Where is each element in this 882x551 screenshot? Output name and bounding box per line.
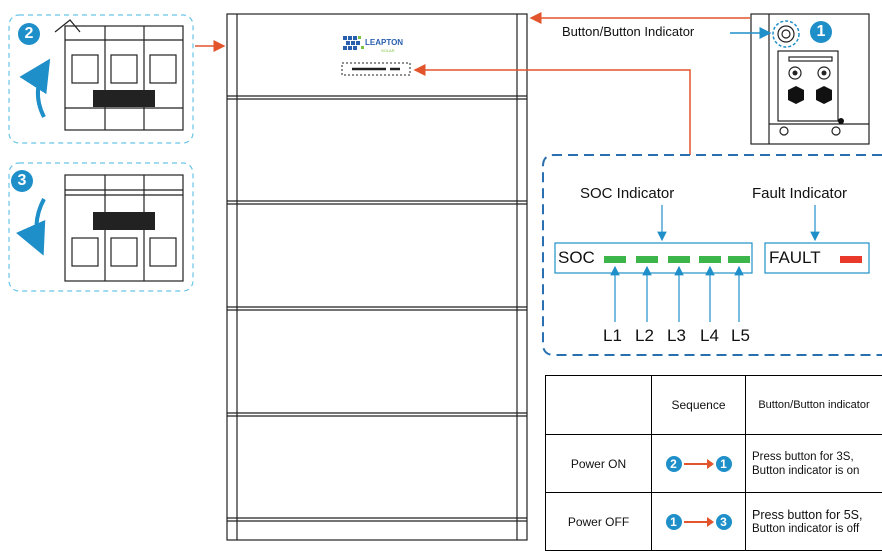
- soc-led-4: [699, 256, 721, 263]
- panel-to-strip-arrow: [415, 70, 690, 155]
- table-cell-description: Press button for 5S, Button indicator is…: [746, 493, 882, 551]
- description-line: Button indicator is off: [752, 522, 882, 536]
- soc-led-1: [604, 256, 626, 263]
- soc-label: SOC: [558, 248, 595, 268]
- step-badge-icon: 1: [666, 514, 682, 530]
- table-header-cell: Button/Button indicator: [746, 376, 882, 435]
- badge-one-icon: 1: [810, 21, 832, 43]
- table-header-cell: [546, 376, 652, 435]
- table-cell-description: Press button for 3S, Button indicator is…: [746, 435, 882, 493]
- description-line: Button indicator is on: [752, 464, 882, 478]
- arrow-right-icon: [684, 517, 714, 527]
- logo-sub: SOLAR: [381, 48, 395, 53]
- table-row: Power ON 2 1 Press button for 3S, Button…: [546, 435, 882, 493]
- breaker-handle-down: [93, 212, 155, 230]
- step-badge-icon: 2: [666, 456, 682, 472]
- badge-two-icon: 2: [18, 23, 40, 45]
- power-sequence-table: Sequence Button/Button indicator Power O…: [545, 375, 882, 551]
- level-label-4: L4: [700, 326, 719, 346]
- table-header-cell: Sequence: [652, 376, 746, 435]
- arrow-right-icon: [684, 459, 714, 469]
- level-label-3: L3: [667, 326, 686, 346]
- table-cell-action: Power OFF: [546, 493, 652, 551]
- logo-name: LEAPTON: [365, 38, 403, 47]
- soc-led-3: [668, 256, 690, 263]
- description-line: Press button for 5S,: [752, 508, 882, 522]
- fault-indicator-label: Fault Indicator: [752, 185, 847, 202]
- battery-stack: [227, 14, 527, 540]
- soc-led-5: [728, 256, 750, 263]
- arrow-up-icon: [38, 62, 48, 117]
- level-label-1: L1: [603, 326, 622, 346]
- power-button-icon: [778, 26, 794, 42]
- leapton-logo-icon: LEAPTON SOLAR: [343, 36, 403, 53]
- badge-three-icon: 3: [11, 170, 33, 192]
- step-badge-icon: 3: [716, 514, 732, 530]
- breaker-switch-up: [55, 20, 183, 130]
- breaker-handle-up: [93, 90, 155, 107]
- fault-label: FAULT: [769, 248, 821, 268]
- table-row: Power OFF 1 3 Press button for 5S, Butto…: [546, 493, 882, 551]
- table-cell-sequence: 1 3: [652, 493, 746, 551]
- table-header-row: Sequence Button/Button indicator: [546, 376, 882, 435]
- table-cell-sequence: 2 1: [652, 435, 746, 493]
- step-badge-icon: 1: [716, 456, 732, 472]
- fault-led: [840, 256, 862, 263]
- arrow-down-icon: [36, 199, 44, 252]
- level-label-5: L5: [731, 326, 750, 346]
- soc-led-2: [636, 256, 658, 263]
- level-label-2: L2: [635, 326, 654, 346]
- description-line: Press button for 3S,: [752, 450, 882, 464]
- soc-indicator-label: SOC Indicator: [580, 185, 674, 202]
- table-cell-action: Power ON: [546, 435, 652, 493]
- button-indicator-label: Button/Button Indicator: [562, 24, 694, 39]
- battery-indicator-strip: [342, 63, 410, 75]
